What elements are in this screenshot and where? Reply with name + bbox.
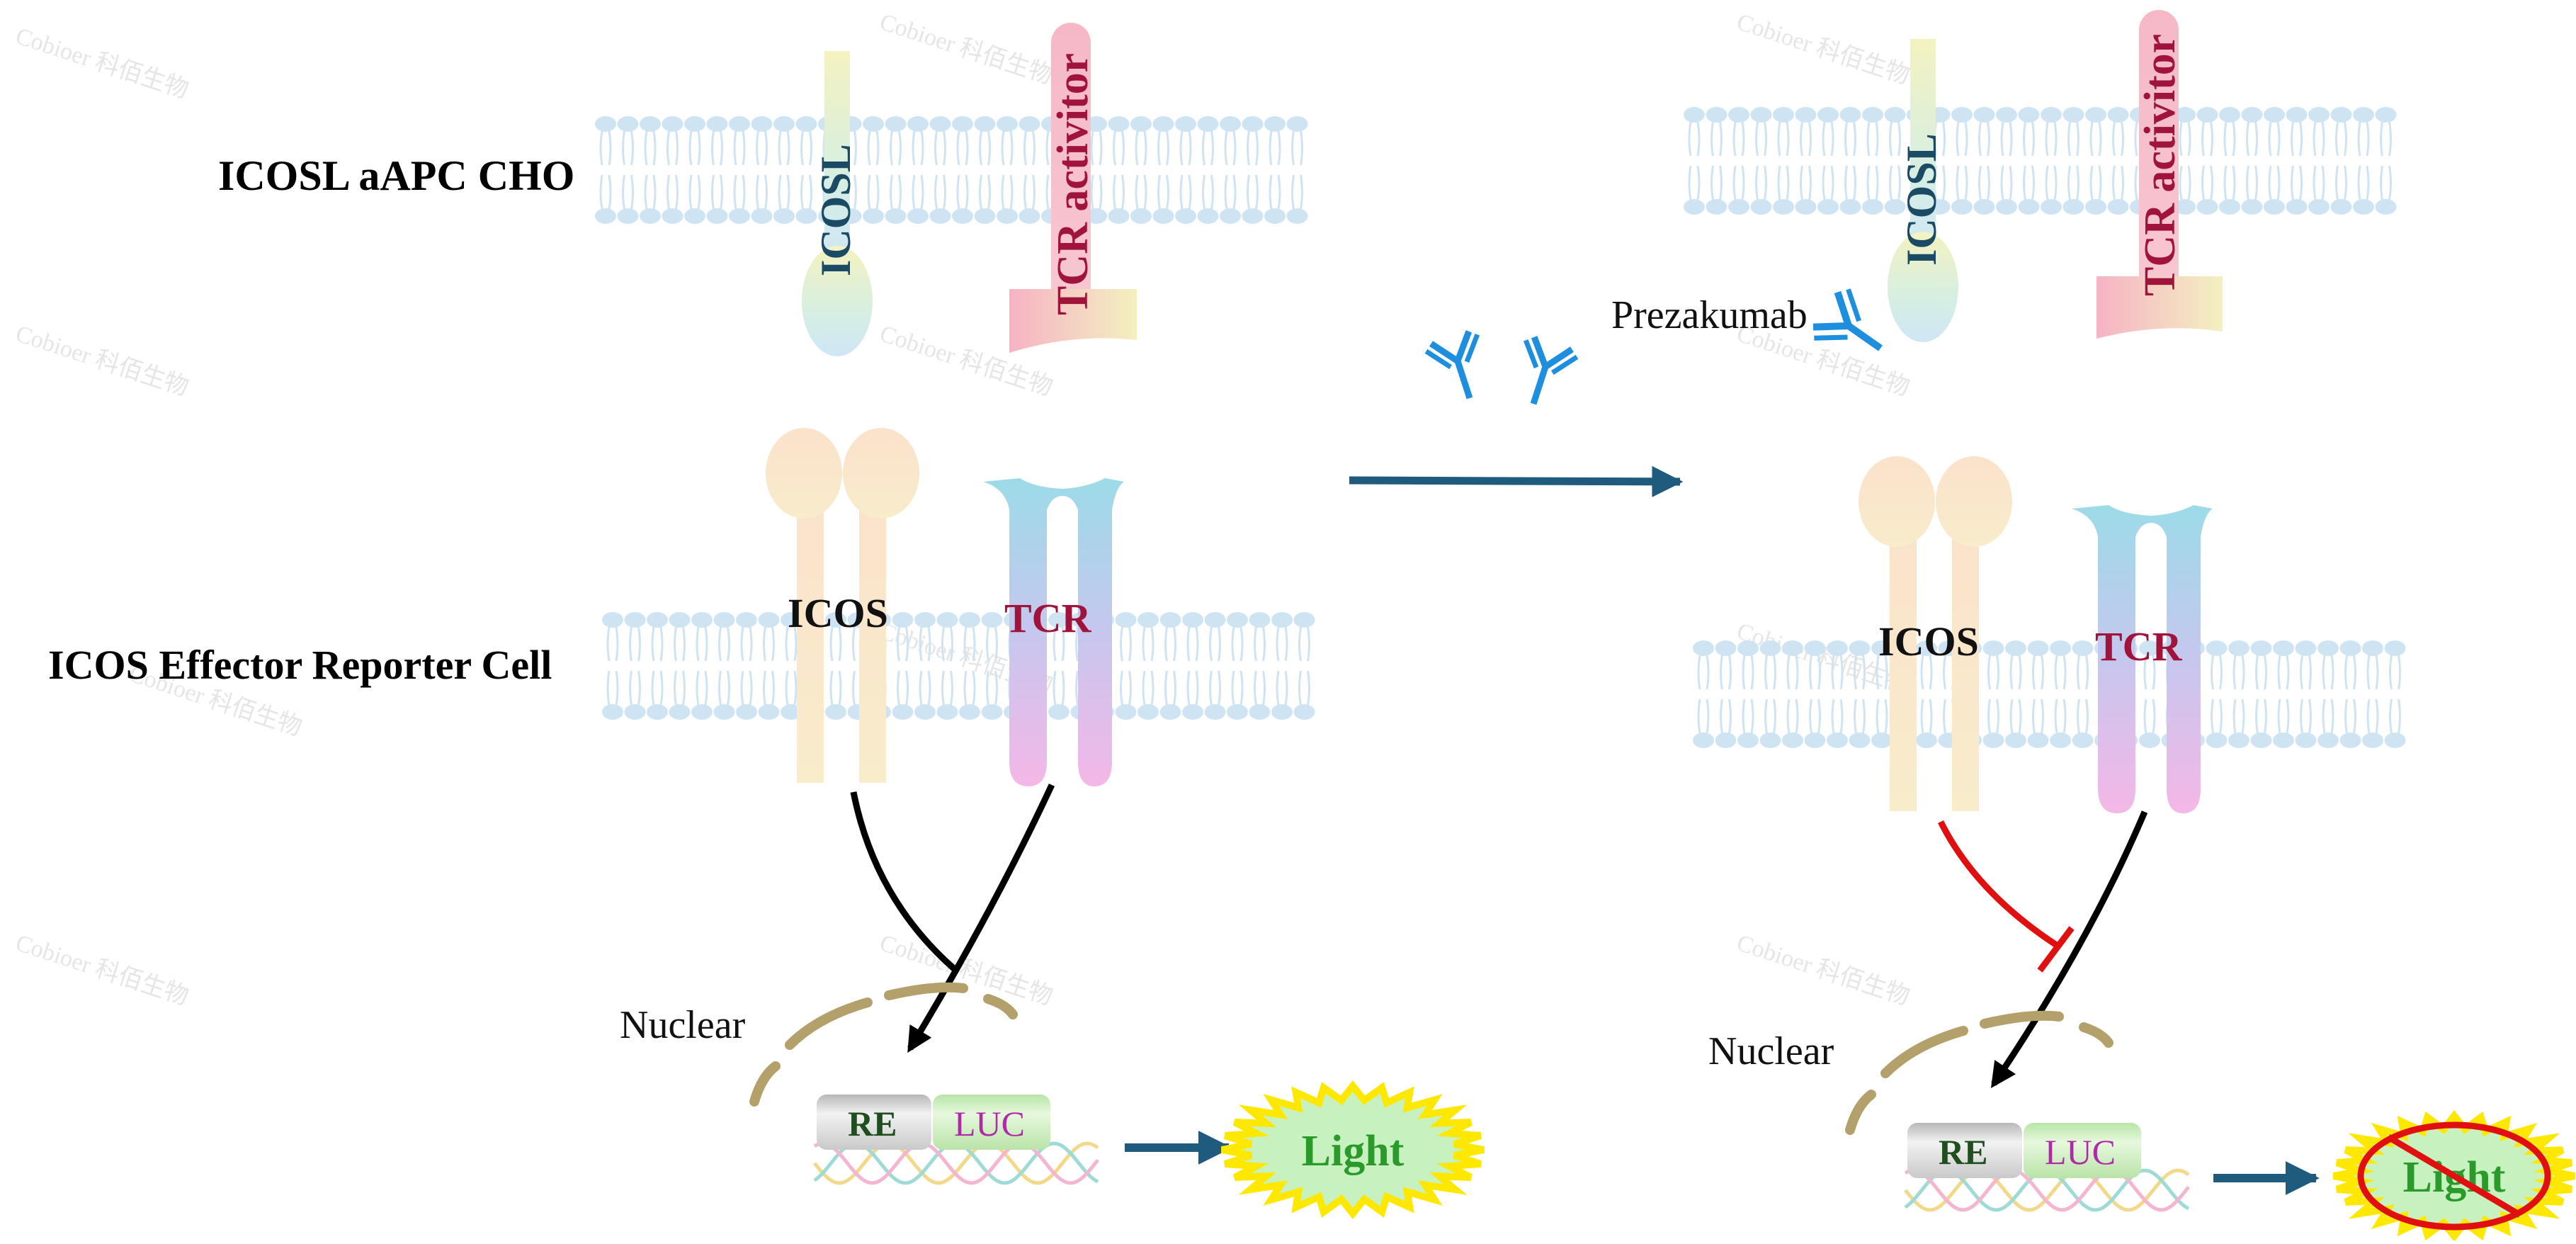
watermark-text: Cobioer 科佰生物 bbox=[877, 8, 1056, 89]
tcr-activator-left bbox=[1009, 23, 1137, 353]
no-light-icon bbox=[2357, 1121, 2551, 1231]
antibody-label: Prezakumab bbox=[1611, 293, 1808, 337]
tcr-signal-arrow-right bbox=[1990, 810, 2148, 1088]
light-label-left: Light bbox=[1302, 1127, 1405, 1175]
icos-label-left: ICOS bbox=[788, 590, 888, 636]
nuclear-membrane-left bbox=[749, 982, 1018, 1107]
icosl-protein-left bbox=[802, 51, 873, 356]
inhibition-bar bbox=[2037, 926, 2075, 973]
luc-label-left: LUC bbox=[954, 1104, 1025, 1143]
tcr-activator-label-left: TCR activitor bbox=[1049, 53, 1097, 315]
watermark-text: Cobioer 科佰生物 bbox=[1734, 929, 1913, 1010]
luc-box-right bbox=[2024, 1123, 2141, 1178]
icos-inhibition-line bbox=[1937, 820, 2060, 949]
watermark-text: Cobioer 科佰生物 bbox=[877, 929, 1056, 1010]
tcr-receptor-left bbox=[983, 478, 1124, 786]
nuclear-label-right: Nuclear bbox=[1708, 1029, 1834, 1073]
effector-cell-label: ICOS Effector Reporter Cell bbox=[48, 642, 552, 688]
antibody-bound-icon bbox=[1812, 288, 1883, 351]
icosl-label-left: ICOSL bbox=[812, 144, 859, 276]
luc-box-left bbox=[933, 1095, 1050, 1150]
icos-signal-line-left bbox=[850, 791, 958, 973]
tcr-label-right: TCR bbox=[2095, 623, 2183, 669]
watermark-text: Cobioer 科佰生物 bbox=[13, 22, 192, 103]
re-label-left: RE bbox=[848, 1104, 897, 1143]
watermark-text: Cobioer 科佰生物 bbox=[13, 320, 192, 401]
watermark-text: Cobioer 科佰生物 bbox=[13, 929, 192, 1010]
tcr-signal-arrow-left bbox=[907, 784, 1055, 1053]
tcr-receptor-right bbox=[2072, 505, 2213, 813]
luc-label-right: LUC bbox=[2045, 1132, 2116, 1172]
nuclear-membrane-right bbox=[1845, 1010, 2113, 1135]
tcr-activator-label-right: TCR activitor bbox=[2136, 34, 2184, 296]
icos-label-right: ICOS bbox=[1878, 618, 1979, 665]
antibody-icon-mid-2 bbox=[1523, 336, 1579, 405]
tcr-activator-right bbox=[2096, 10, 2223, 339]
watermark-text: Cobioer 科佰生物 bbox=[1734, 8, 1913, 89]
membrane-apc-right bbox=[1684, 107, 2397, 215]
transition-arrow bbox=[1349, 465, 1684, 497]
icosl-protein-right bbox=[1888, 39, 1958, 342]
re-box-right bbox=[1907, 1123, 2022, 1178]
tcr-label-left: TCR bbox=[1004, 595, 1092, 641]
apc-cell-label: ICOSL aAPC CHO bbox=[218, 152, 574, 199]
nuclear-label-left: Nuclear bbox=[620, 1003, 746, 1047]
re-box-left bbox=[817, 1095, 931, 1150]
re-label-right: RE bbox=[1939, 1132, 1987, 1172]
icosl-label-right: ICOSL bbox=[1898, 133, 1945, 266]
light-burst-left bbox=[1221, 1080, 1485, 1219]
icos-receptor-right bbox=[1859, 456, 2012, 811]
icos-receptor-left bbox=[766, 428, 919, 783]
membrane-apc-left bbox=[595, 116, 1308, 224]
antibody-icon-mid-1 bbox=[1424, 330, 1480, 400]
